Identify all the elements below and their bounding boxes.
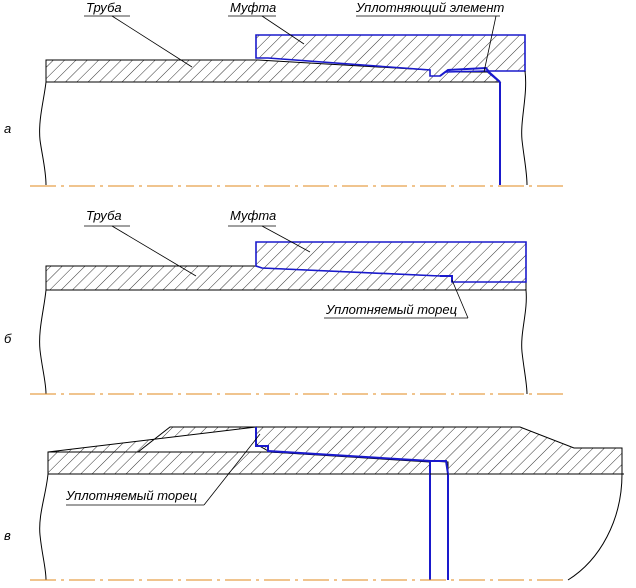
label-sealed-end-b: Уплотняемый торец <box>325 302 457 317</box>
break-line-right-a <box>521 70 528 186</box>
break-line-right-v <box>567 473 623 581</box>
break-line-right-b <box>521 289 528 395</box>
view-letter-a: а <box>4 121 11 136</box>
view-b: Труба Муфта Уплотняемый торец б <box>4 208 565 395</box>
second-pipe-v <box>429 460 449 580</box>
break-line-left-v <box>39 473 49 581</box>
break-line-left-a <box>39 81 47 186</box>
label-pipe-a: Труба <box>86 0 122 15</box>
view-v: Уплотняемый торец в <box>4 426 624 581</box>
view-letter-v: в <box>4 528 11 543</box>
break-line-left-b <box>39 289 47 395</box>
label-coupling-b: Муфта <box>230 208 276 223</box>
label-sealed-end-v: Уплотняемый торец <box>65 488 197 503</box>
label-coupling-a: Муфта <box>230 0 276 15</box>
view-a: Труба Муфта Уплотняющий элемент а <box>4 0 565 187</box>
label-pipe-b: Труба <box>86 208 122 223</box>
view-letter-b: б <box>4 331 12 346</box>
label-sealing-element-a: Уплотняющий элемент <box>355 0 505 15</box>
coupling-contour-v <box>255 427 431 474</box>
